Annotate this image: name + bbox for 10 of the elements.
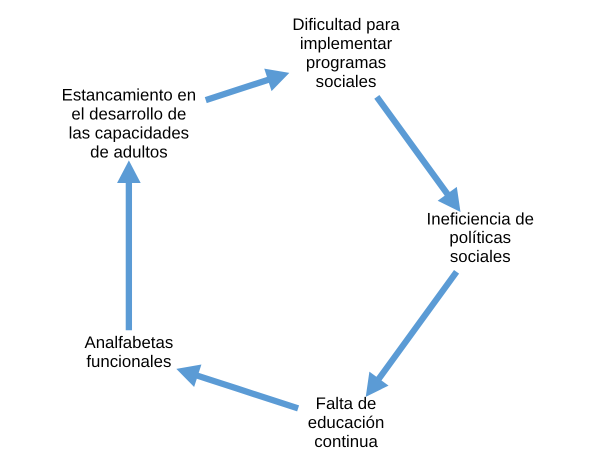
node-text: Ineficiencia de políticas sociales (426, 209, 534, 266)
arrow (204, 68, 290, 104)
node-text: Dificultad para implementar programas sociales (292, 15, 400, 91)
arrow (117, 160, 141, 330)
arrow (176, 364, 300, 412)
node-text: Analfabetas funcionales (84, 332, 174, 371)
node-text: Falta de educación continua (308, 394, 384, 451)
arrow (374, 95, 460, 212)
arrow (366, 270, 460, 397)
node-text: Estancamiento en el desarrollo de las capacidades de adultos (62, 86, 196, 162)
